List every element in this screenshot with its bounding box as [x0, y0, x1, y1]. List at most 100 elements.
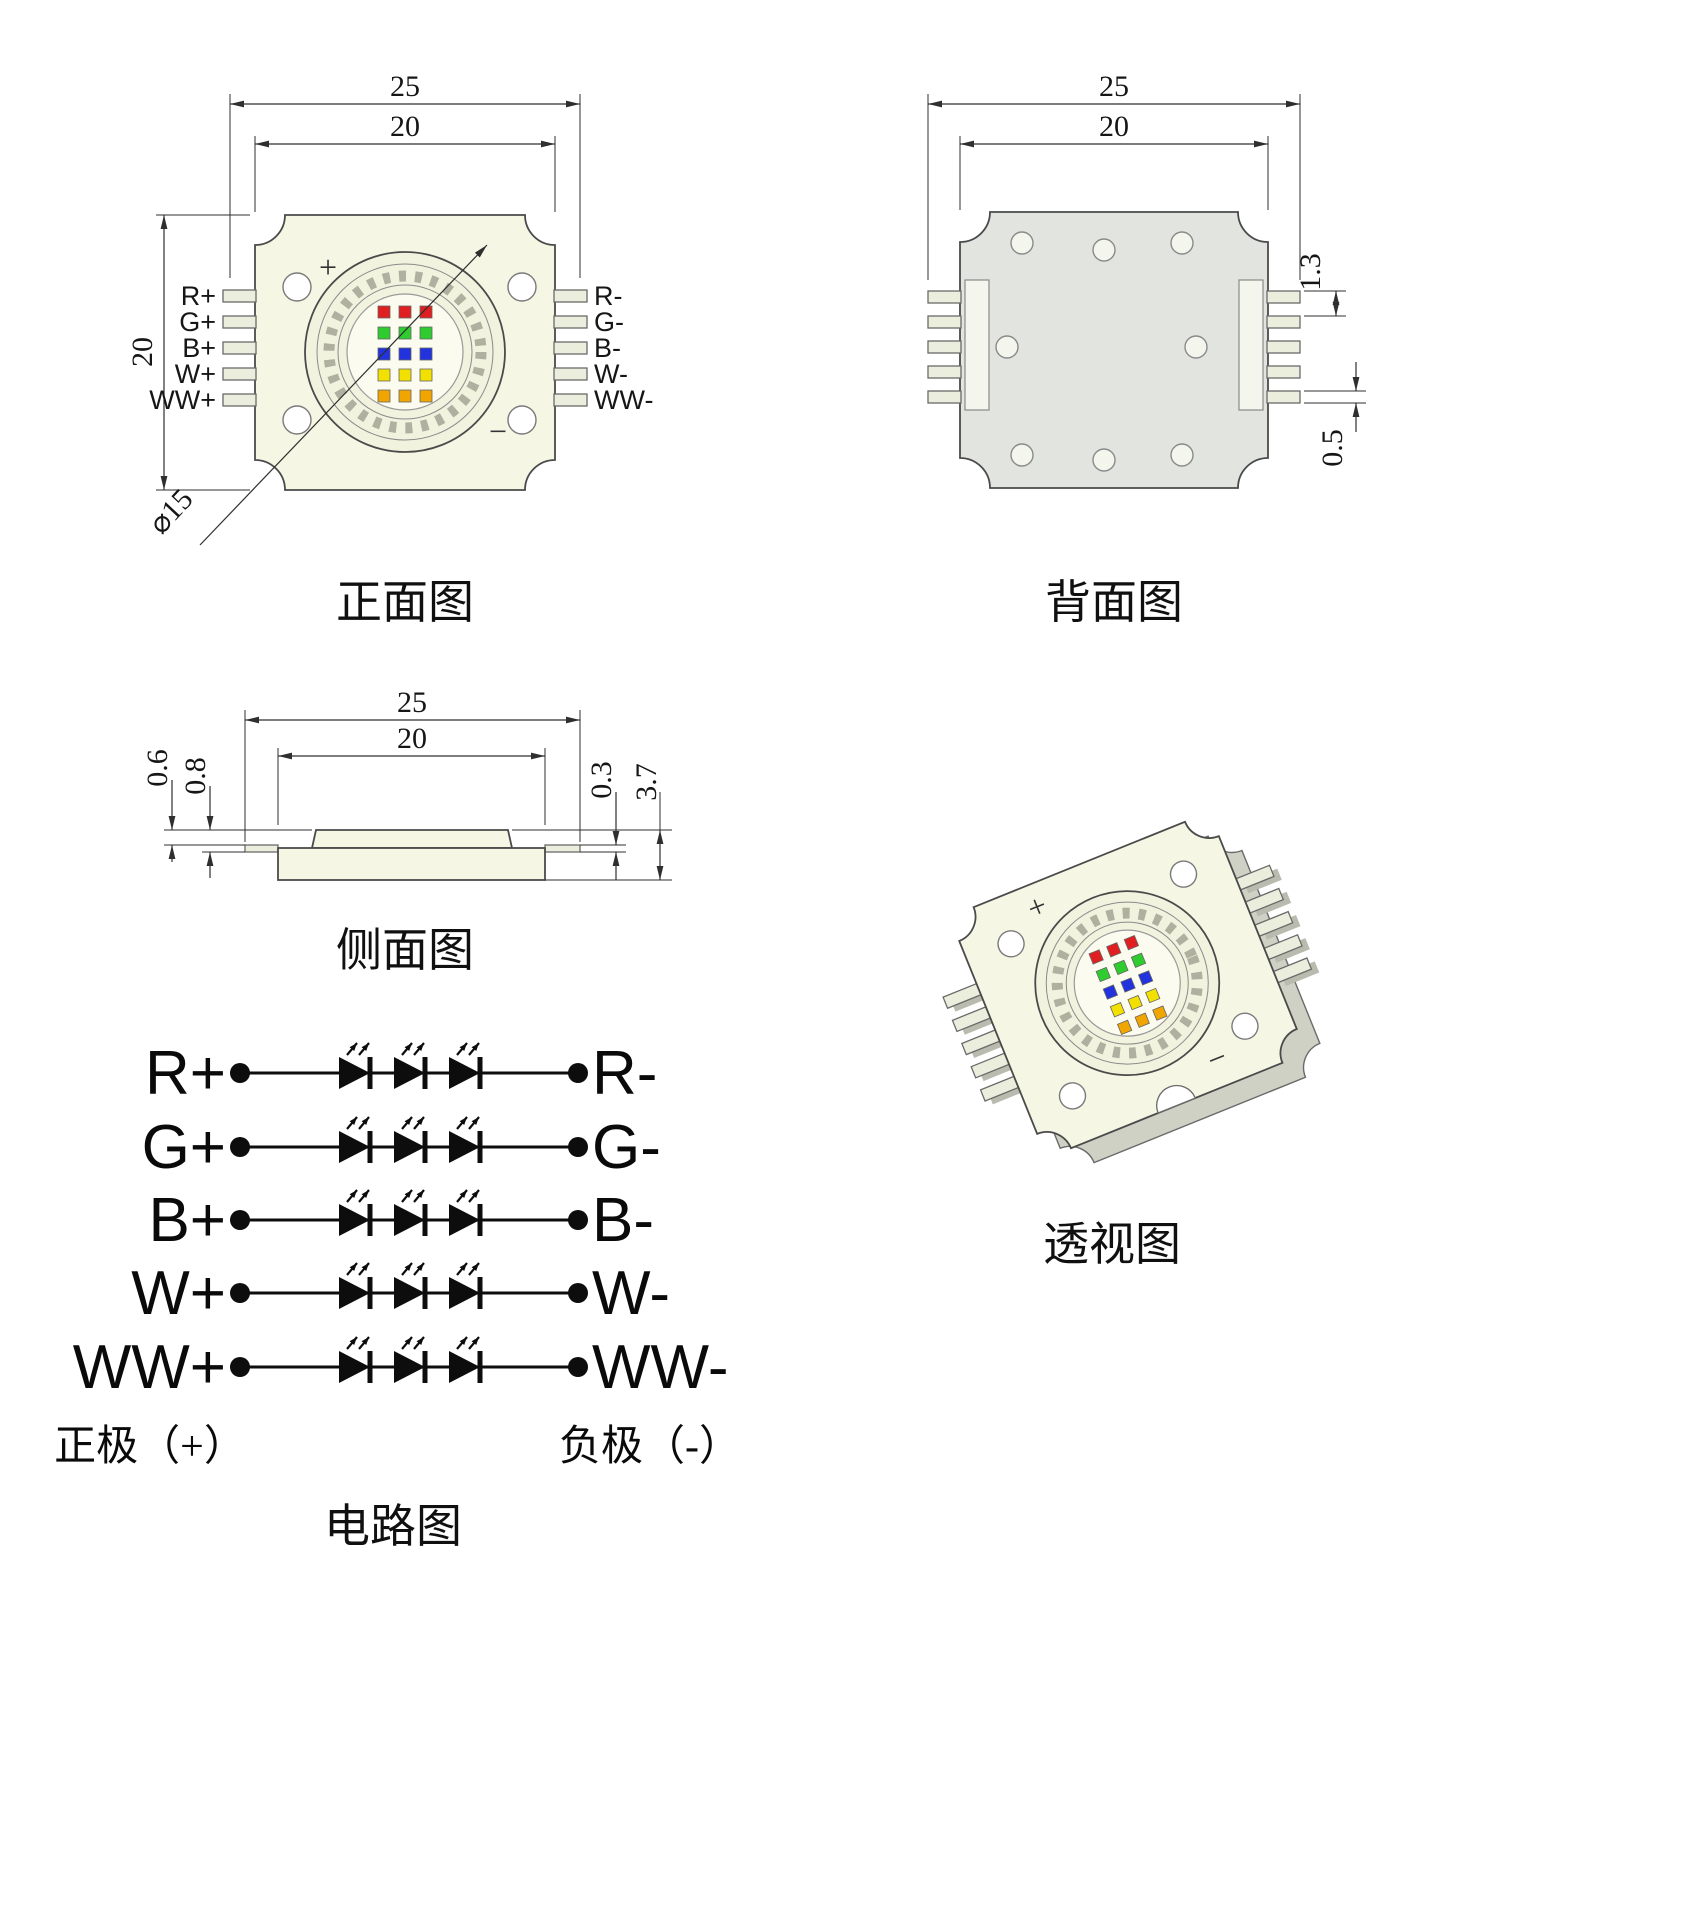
led-diode: [394, 1337, 425, 1383]
front-pin-right-5: [553, 393, 588, 407]
front-dim-outer-value: 25: [390, 70, 420, 103]
back-pin-right-4: [1266, 365, 1301, 379]
circuit-row-ww: WW+ WW-: [73, 1333, 729, 1402]
back-hole: [995, 335, 1019, 359]
led-chip: [1109, 1002, 1126, 1018]
led-diode: [339, 1337, 370, 1383]
led-chip: [398, 347, 412, 361]
back-pin-left-1: [927, 290, 962, 304]
led-chip: [398, 305, 412, 319]
circuit-label-ww-plus: WW+: [73, 1333, 226, 1402]
node-dot: [568, 1357, 588, 1377]
node-dot: [230, 1137, 250, 1157]
node-dot: [230, 1357, 250, 1377]
back-dim-pin-pitch: 1.3: [1294, 253, 1346, 317]
circuit-title: 电路图: [324, 1501, 462, 1552]
led-chip: [398, 368, 412, 382]
front-pin-right-2: [553, 315, 588, 329]
perspective-title: 透视图: [1043, 1219, 1181, 1270]
front-pin-label-g-minus: G-: [594, 307, 624, 337]
back-pin-right-1: [1266, 290, 1301, 304]
circuit-label-ww-minus: WW-: [592, 1333, 729, 1402]
led-diode: [339, 1190, 370, 1236]
circuit-label-w-plus: W+: [131, 1259, 226, 1328]
circuit-label-b-minus: B-: [592, 1186, 654, 1255]
back-dim-pin-thickness: 0.5: [1304, 362, 1366, 467]
led-diode: [394, 1043, 425, 1089]
circuit-diagram: R+ R- G+ G- B+ B- W+ W-: [54, 1039, 741, 1552]
node-dot: [568, 1210, 588, 1230]
led-chip: [1145, 987, 1161, 1004]
back-dim-outer-width: 25: [927, 70, 1301, 280]
back-hole: [1092, 238, 1116, 262]
front-pin-right-4: [553, 367, 588, 381]
node-dot: [568, 1137, 588, 1157]
circuit-label-r-plus: R+: [145, 1039, 226, 1108]
mounting-hole: [1231, 1012, 1259, 1040]
side-pin-left: [244, 844, 279, 853]
back-pin-left-3: [927, 340, 962, 354]
back-package-body: [959, 211, 1269, 489]
front-polarity-plus: +: [319, 249, 337, 285]
side-dim-inner-width: 20: [277, 722, 546, 825]
back-hole: [1184, 335, 1208, 359]
led-chip: [419, 326, 433, 340]
front-dim-circle-value: ⌀15: [143, 483, 200, 541]
side-dim-pin-offset: 0.8: [179, 757, 245, 878]
led-chip-grid: [1088, 934, 1168, 1036]
led-diode: [394, 1263, 425, 1309]
side-view: 25 20 0.6 0.8 0.3 3.7 侧面图: [141, 686, 672, 976]
circuit-row-r: R+ R-: [145, 1039, 657, 1108]
led-diode: [449, 1337, 480, 1383]
side-view-title: 侧面图: [336, 925, 474, 976]
led-chip: [1095, 966, 1111, 983]
circuit-row-w: W+ W-: [131, 1259, 670, 1328]
back-pin-right-3: [1266, 340, 1301, 354]
side-dim-outer-value: 25: [397, 686, 427, 719]
led-chip: [419, 347, 433, 361]
led-chip: [1134, 1012, 1150, 1028]
led-chip: [377, 305, 391, 319]
node-dot: [230, 1283, 250, 1303]
back-dim-outer-value: 25: [1099, 70, 1129, 103]
front-pin-right-1: [553, 289, 588, 303]
side-dim-lid-value: 0.6: [141, 749, 174, 787]
led-diode: [394, 1190, 425, 1236]
back-pin-right-2: [1266, 315, 1301, 329]
front-pin-label-b-minus: B-: [594, 333, 621, 363]
front-dim-height-value: 20: [126, 337, 159, 367]
led-chip: [398, 389, 412, 403]
side-dim-inner-value: 20: [397, 722, 427, 755]
mounting-hole: [1058, 1082, 1087, 1110]
front-pin-left-2: [222, 315, 257, 329]
mounting-hole: [282, 272, 312, 302]
led-chip: [1102, 984, 1119, 1000]
led-diode: [449, 1043, 480, 1089]
emitter-ring-inner: [337, 284, 473, 420]
led-chip: [377, 389, 391, 403]
led-chip: [419, 389, 433, 403]
led-chip: [419, 305, 433, 319]
persp-pins-right: [1235, 864, 1320, 986]
led-chip: [1152, 1005, 1168, 1021]
front-dim-outer-width: 25: [229, 70, 581, 278]
led-diode: [339, 1117, 370, 1163]
led-chip: [1137, 970, 1154, 986]
front-emitter: [304, 251, 506, 453]
mounting-hole: [997, 930, 1025, 958]
led-chip: [377, 347, 391, 361]
side-dim-total-height: 3.7: [512, 763, 672, 881]
circuit-cathode-label: 负极（-）: [559, 1424, 741, 1470]
emitter-ring-pattern: [323, 270, 487, 434]
circuit-row-g: G+ G-: [142, 1113, 661, 1182]
side-base: [277, 847, 546, 881]
front-dim-inner-value: 20: [390, 110, 420, 143]
mounting-hole: [507, 272, 537, 302]
persp-edge-notch: [1156, 1084, 1197, 1114]
front-pin-label-b-plus: B+: [182, 333, 216, 363]
node-dot: [230, 1063, 250, 1083]
back-pin-left-4: [927, 365, 962, 379]
persp-emitter: [1034, 890, 1221, 1077]
back-hole: [1170, 231, 1194, 255]
back-view: 25 20 1.3 0.5 背面图: [927, 70, 1366, 628]
